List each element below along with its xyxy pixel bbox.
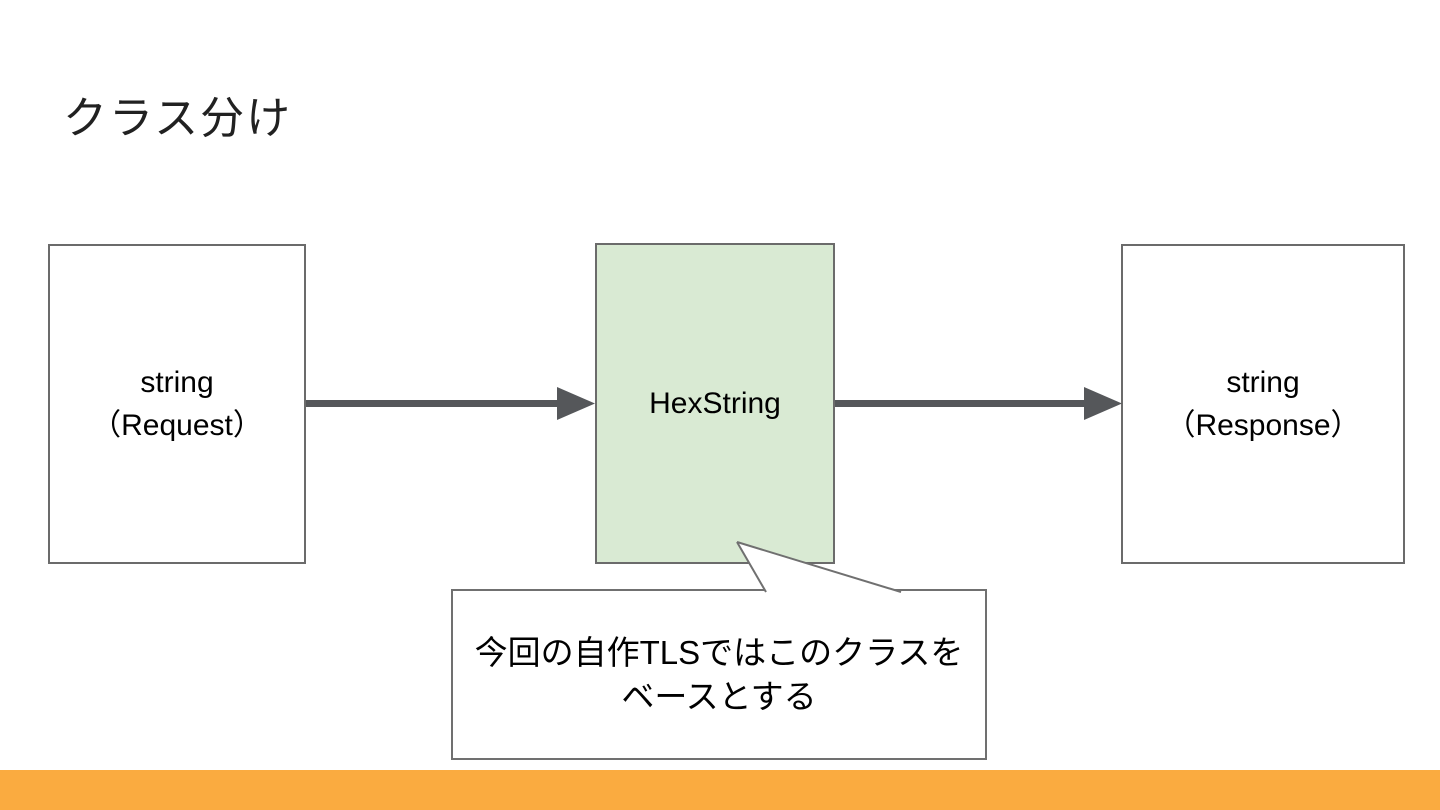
arrow-request-to-hexstring-icon: [306, 387, 595, 420]
response-box: string （Response）: [1121, 244, 1405, 564]
accent-bar: [0, 770, 1440, 810]
request-box-label: string （Request）: [91, 366, 263, 442]
request-box: string （Request）: [48, 244, 306, 564]
callout-label: 今回の自作TLSではこのクラスを ベースとする: [474, 633, 964, 715]
callout-box: 今回の自作TLSではこのクラスを ベースとする: [451, 589, 987, 760]
arrow-hexstring-to-response-icon: [835, 387, 1122, 420]
hexstring-box-label: HexString: [649, 387, 781, 420]
hexstring-box: HexString: [595, 243, 835, 564]
slide-title: クラス分け: [63, 94, 293, 143]
response-box-label: string （Response）: [1165, 366, 1361, 442]
